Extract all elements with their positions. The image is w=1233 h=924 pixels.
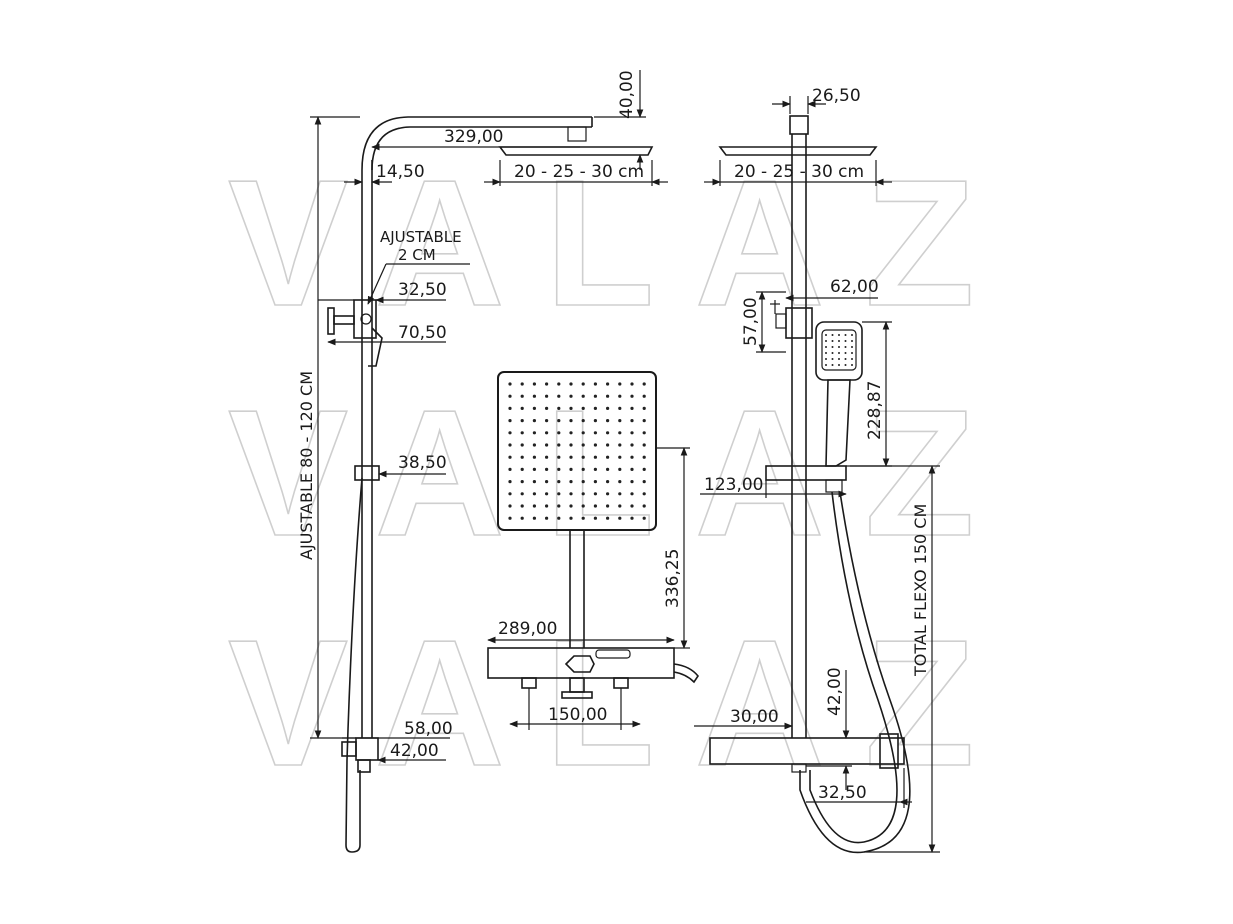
dim-height-adjust: AJUSTABLE 80 - 120 CM [297, 371, 316, 560]
dim-base-depth: 58,00 [404, 719, 453, 739]
dim-base-inner: 42,00 [390, 741, 439, 761]
left-side-view: 40,00 329,00 14,50 20 - 25 - 30 cm AJUST… [297, 70, 668, 853]
note-adjust-line2: 2 CM [398, 246, 436, 264]
head-nozzles [508, 382, 646, 520]
hand-shower-nozzles [825, 334, 853, 366]
dim-diverter-depth-right: 62,00 [830, 277, 879, 297]
dim-mixer-width: 289,00 [498, 619, 557, 639]
dim-head-top-width: 26,50 [812, 86, 861, 106]
front-view: 289,00 336,25 150,00 [487, 371, 699, 730]
dim-head-height: 40,00 [617, 70, 637, 119]
dim-diverter-width: 70,50 [398, 323, 447, 343]
dim-holder-depth: 123,00 [704, 475, 763, 495]
dim-mixer-offset: 30,00 [730, 707, 779, 727]
right-side-view: 26,50 20 - 25 - 30 cm 62,00 57,00 228,87… [694, 86, 940, 854]
watermark-row-2: VALAZ [228, 373, 1015, 574]
dim-head-sizes-right: 20 - 25 - 30 cm [734, 162, 864, 182]
dim-inlet-spacing: 150,00 [548, 705, 607, 725]
dim-diverter-depth-left: 32,50 [398, 280, 447, 300]
dim-slider-depth: 38,50 [398, 453, 447, 473]
dim-hose-total: TOTAL FLEXO 150 CM [911, 504, 930, 677]
dim-diverter-height: 57,00 [741, 297, 761, 346]
dim-column-height: 336,25 [663, 549, 683, 608]
dim-outlet-offset: 32,50 [818, 783, 867, 803]
dim-arm-offset: 14,50 [376, 162, 425, 182]
dim-hand-shower-length: 228,87 [865, 381, 885, 440]
note-adjust-line1: AJUSTABLE [380, 228, 462, 246]
dim-head-sizes-left: 20 - 25 - 30 cm [514, 162, 644, 182]
dim-arm-length: 329,00 [444, 127, 503, 147]
dim-outlet-height: 42,00 [825, 667, 845, 716]
watermark-row-1: VALAZ [228, 143, 1015, 344]
